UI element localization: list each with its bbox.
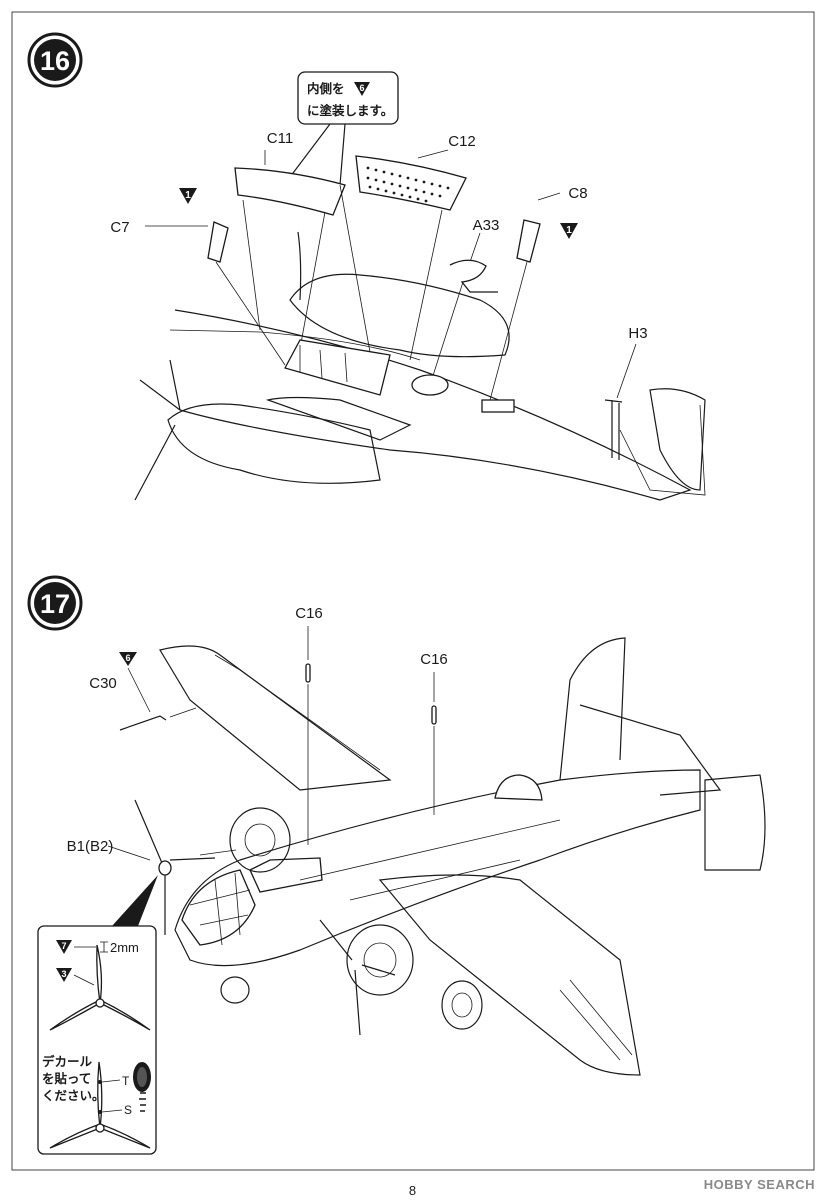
page-number: 8 <box>408 1183 417 1198</box>
paint-color-1-marker: 1 <box>179 188 197 204</box>
decal-instruction-line-1: デカール <box>42 1054 93 1069</box>
part-label-h3: H3 <box>628 325 647 342</box>
paint-color-1-marker: 1 <box>560 223 578 239</box>
part-c8 <box>516 219 541 263</box>
step-17-aircraft <box>134 637 766 1076</box>
part-label-c8: C8 <box>568 185 587 202</box>
step-16-badge: 16 <box>27 32 83 88</box>
svg-text:1: 1 <box>185 190 191 201</box>
svg-text:7: 7 <box>61 941 66 951</box>
decal-emblem <box>133 1062 151 1112</box>
step-17-badge: 17 <box>27 575 83 631</box>
paint-callout: 内側を 6 に塗装します。 <box>283 71 399 186</box>
part-h3-antenna <box>604 399 623 460</box>
decal-instruction-line-3: ください。 <box>42 1088 105 1103</box>
part-label-c16-right: C16 <box>420 651 448 668</box>
part-c30-antenna <box>119 715 167 731</box>
part-label-c16-left: C16 <box>295 605 323 622</box>
svg-text:3: 3 <box>61 969 66 979</box>
watermark: HOBBY SEARCH <box>703 1177 815 1192</box>
step-16: 16 内側を 6 に塗装します。 C11 C12 C7 C8 A33 H3 1 <box>27 32 706 501</box>
part-c11-canopy <box>234 167 346 216</box>
part-label-b1-b2: B1(B2) <box>67 838 114 855</box>
step-16-number: 16 <box>40 46 70 76</box>
part-label-c7: C7 <box>110 219 129 236</box>
paint-color-6-marker: 6 <box>354 82 370 96</box>
propeller-inset: 7 3 2mm デカール を貼って ください。 <box>37 875 158 1155</box>
svg-text:1: 1 <box>566 225 572 236</box>
step-16-fuselage <box>134 231 706 501</box>
step-17-number: 17 <box>40 589 70 619</box>
paint-color-3-marker: 3 <box>56 968 72 982</box>
decal-instruction-line-2: を貼って <box>42 1071 91 1086</box>
decal-label-t: T <box>122 1074 130 1088</box>
part-a33-seat <box>449 259 498 293</box>
paint-color-7-marker: 7 <box>56 940 72 954</box>
propeller-drawing <box>49 944 151 1031</box>
part-label-c12: C12 <box>448 133 476 150</box>
part-c7 <box>207 221 229 263</box>
svg-text:6: 6 <box>359 83 364 93</box>
propeller-decal-drawing <box>49 1061 151 1149</box>
callout-line-1: 内側を <box>307 81 345 96</box>
part-c12-mesh-panel <box>355 155 467 211</box>
step-17: 17 C16 C16 C30 B1(B2) 6 <box>27 575 766 1155</box>
page-frame <box>11 11 815 1171</box>
part-label-c11: C11 <box>267 130 293 147</box>
decal-label-s: S <box>124 1103 132 1117</box>
callout-line-2: に塗装します。 <box>307 103 393 118</box>
tip-measurement: 2mm <box>110 940 139 955</box>
part-c16-pin <box>305 663 311 683</box>
part-c16-pin <box>431 705 437 725</box>
part-label-a33: A33 <box>473 217 500 234</box>
part-label-c30: C30 <box>89 675 117 692</box>
paint-color-6-marker: 6 <box>119 652 137 666</box>
svg-text:6: 6 <box>125 653 130 663</box>
